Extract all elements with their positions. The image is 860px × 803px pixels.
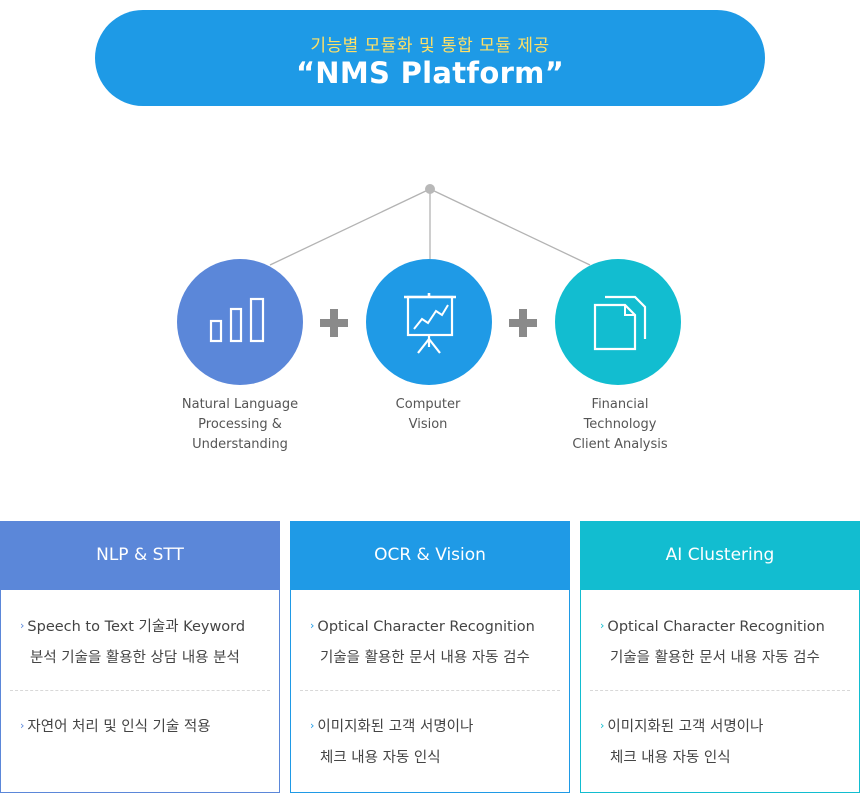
item-text: Optical Character Recognition <box>317 619 535 635</box>
chevron-right-icon: › <box>310 619 315 632</box>
chevron-right-icon: › <box>20 719 25 732</box>
banner-subtitle: 기능별 모듈화 및 통합 모듈 제공 <box>310 36 550 56</box>
chevron-right-icon: › <box>600 619 605 632</box>
caption-line: Processing & <box>198 417 282 432</box>
divider <box>590 690 850 691</box>
documents-icon <box>593 295 647 351</box>
connector-tree <box>269 184 591 266</box>
connector-line-left <box>269 188 431 266</box>
column-ocr-vision: OCR & Vision ›Optical Character Recognit… <box>290 521 570 793</box>
column-body: ›Optical Character Recognition 기술을 활용한 문… <box>580 590 860 793</box>
column-title: NLP & STT <box>0 521 280 590</box>
list-item: ›Optical Character Recognition 기술을 활용한 문… <box>600 612 851 673</box>
divider <box>300 690 560 691</box>
item-text: 체크 내용 자동 인식 <box>610 750 731 766</box>
column-title: OCR & Vision <box>290 521 570 590</box>
column-body: ›Optical Character Recognition 기술을 활용한 문… <box>290 590 570 793</box>
module-circle-nlp <box>177 259 303 385</box>
caption-line: Natural Language <box>181 397 299 412</box>
platform-banner: 기능별 모듈화 및 통합 모듈 제공 “NMS Platform” <box>95 10 765 106</box>
chevron-right-icon: › <box>20 619 25 632</box>
item-text: 체크 내용 자동 인식 <box>320 750 441 766</box>
module-circle-vision <box>366 259 492 385</box>
chevron-right-icon: › <box>310 719 315 732</box>
list-item: ›이미지화된 고객 서명이나 체크 내용 자동 인식 <box>310 712 561 773</box>
module-caption-vision: Computer Vision <box>338 395 518 435</box>
caption-line: Computer <box>395 397 461 412</box>
item-text: 이미지화된 고객 서명이나 <box>317 719 474 735</box>
column-body: ›Speech to Text 기술과 Keyword 분석 기술을 활용한 상… <box>0 590 280 793</box>
list-item: ›Speech to Text 기술과 Keyword 분석 기술을 활용한 상… <box>20 612 271 673</box>
chevron-right-icon: › <box>600 719 605 732</box>
divider <box>10 690 270 691</box>
caption-line: Vision <box>408 417 448 432</box>
connector-line-right <box>429 188 591 266</box>
caption-line: Client Analysis <box>572 437 668 452</box>
bar-chart-icon <box>209 297 265 343</box>
column-ai-clustering: AI Clustering ›Optical Character Recogni… <box>580 521 860 793</box>
plus-icon <box>509 309 537 337</box>
item-text: 기술을 활용한 문서 내용 자동 검수 <box>610 650 820 666</box>
presentation-board-icon <box>404 293 456 354</box>
item-text: Speech to Text 기술과 Keyword <box>27 619 246 635</box>
module-caption-nlp: Natural Language Processing & Understand… <box>150 395 330 455</box>
item-text: 자연어 처리 및 인식 기술 적용 <box>27 719 211 735</box>
connector-node <box>425 184 435 194</box>
module-caption-fintech: Financial Technology Client Analysis <box>530 395 710 455</box>
list-item: ›Optical Character Recognition 기술을 활용한 문… <box>310 612 561 673</box>
plus-icon <box>320 309 348 337</box>
item-text: 분석 기술을 활용한 상담 내용 분석 <box>30 650 240 666</box>
item-text: 기술을 활용한 문서 내용 자동 검수 <box>320 650 530 666</box>
banner-title: “NMS Platform” <box>295 56 565 90</box>
caption-line: Financial <box>591 397 649 412</box>
column-title: AI Clustering <box>580 521 860 590</box>
column-nlp-stt: NLP & STT ›Speech to Text 기술과 Keyword 분석… <box>0 521 280 793</box>
item-text: 이미지화된 고객 서명이나 <box>607 719 764 735</box>
list-item: ›자연어 처리 및 인식 기술 적용 <box>20 712 271 743</box>
caption-line: Understanding <box>192 437 288 452</box>
list-item: ›이미지화된 고객 서명이나 체크 내용 자동 인식 <box>600 712 851 773</box>
item-text: Optical Character Recognition <box>607 619 825 635</box>
caption-line: Technology <box>583 417 657 432</box>
module-circle-fintech <box>555 259 681 385</box>
